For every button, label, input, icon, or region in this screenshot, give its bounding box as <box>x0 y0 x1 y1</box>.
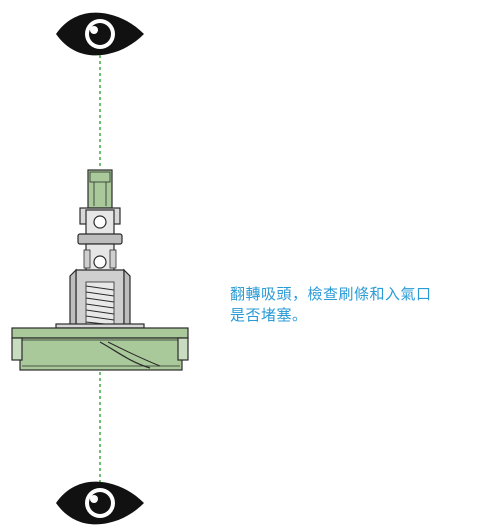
instruction-text: 翻轉吸頭，檢查刷條和入氣口 是否堵塞。 <box>230 284 492 326</box>
eye-icon-top <box>56 12 144 56</box>
instruction-line-2: 是否堵塞。 <box>230 306 308 324</box>
instruction-line-1: 翻轉吸頭，檢查刷條和入氣口 <box>230 285 432 303</box>
eye-icon-bottom <box>56 481 144 525</box>
suction-head-nozzle <box>11 169 189 371</box>
